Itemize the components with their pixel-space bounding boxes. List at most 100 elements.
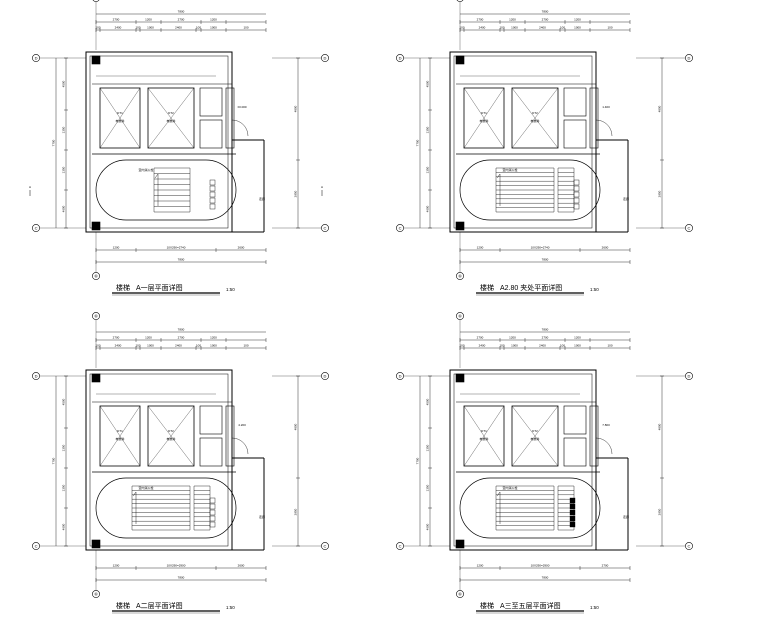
axis-bubble-top-circle xyxy=(92,0,100,2)
dim-top-1-value: 1200 xyxy=(509,336,516,340)
lift-2-label: DT2 xyxy=(532,429,538,433)
axis-bubble-bottom: ⑥ xyxy=(94,591,98,596)
lift-1-label: DT1 xyxy=(117,111,123,115)
lift-shaft-1-cross-b xyxy=(99,405,141,467)
column-top-left xyxy=(91,55,101,65)
column-bottom-left xyxy=(455,539,465,549)
dim-bottom-1-value: 2700 xyxy=(602,564,609,568)
section-mark-right: A xyxy=(321,185,323,189)
fire-box-label: 室内消火栓 xyxy=(138,485,153,490)
small-duct xyxy=(589,87,599,149)
plan-scale: 1:50 xyxy=(590,605,599,610)
fire-box-label: 室内消火栓 xyxy=(502,167,517,172)
dim-top-2-value: 100 xyxy=(95,344,100,348)
small-duct xyxy=(225,87,235,149)
dim-top-1-value: 2700 xyxy=(178,336,185,340)
section-mark-left: A xyxy=(29,185,31,189)
axis-bubble-right-bottom-circle xyxy=(321,224,329,232)
lift-shaft-1-cross-b xyxy=(463,405,505,467)
axis-bubble-right-top-circle xyxy=(321,372,329,380)
dim-bottom-1-value: 2600 xyxy=(238,564,245,568)
door-swing-arc xyxy=(595,119,613,137)
dim-top-2-value: 1000 xyxy=(511,344,518,348)
dim-top-2-value: 1000 xyxy=(147,26,154,30)
axis-bubble-top-circle xyxy=(456,312,464,320)
axis-bubble-right-top-circle xyxy=(685,372,693,380)
axis-bubble-bottom: ⑥ xyxy=(458,273,462,278)
fire-hydrant-box xyxy=(573,179,580,186)
axis-bubble-top: ⑥ xyxy=(94,313,98,318)
dim-top-overall: 7800 xyxy=(178,10,185,14)
fire-hydrant-box xyxy=(209,515,216,522)
axis-bubble-right-bottom-circle xyxy=(685,224,693,232)
dim-left-value: 1350 xyxy=(426,444,430,451)
lift-shaft-2-cross-b xyxy=(511,87,559,149)
dim-top-1-value: 2700 xyxy=(178,18,185,22)
dim-top-2-value: 1000 xyxy=(574,344,581,348)
column-top-left xyxy=(91,373,101,383)
plan-1: ⑥⑥DCDC7800270012002700120010024001001000… xyxy=(29,0,329,296)
fire-box-label: 室内消火栓 xyxy=(138,167,153,172)
dim-top-2-value: 100 xyxy=(135,344,140,348)
lift-1-shaft-label: 电梯井 xyxy=(115,436,124,441)
dim-right-value: 2950 xyxy=(294,190,298,197)
dim-left-value: 1350 xyxy=(426,484,430,491)
pipe-shaft-lower xyxy=(199,119,223,149)
dim-right-value: 2950 xyxy=(294,508,298,515)
axis-bubble-right-bottom: C xyxy=(324,225,327,230)
dim-top-2-value: 2400 xyxy=(175,344,182,348)
dim-left-overall: 7700 xyxy=(416,139,420,146)
axis-bubble-bottom: ⑥ xyxy=(94,273,98,278)
corridor-label: 走廊 xyxy=(259,196,265,201)
lift-1-shaft-label: 电梯井 xyxy=(479,436,488,441)
lift-2-shaft-label: 电梯井 xyxy=(530,118,539,123)
stair-hall-outline xyxy=(95,477,237,539)
outer-wall xyxy=(85,51,233,233)
axis-bubble-right-top: D xyxy=(688,373,691,378)
fire-hydrant-box xyxy=(573,197,580,204)
dim-bottom-1-value: 10X290=2900 xyxy=(531,564,550,568)
axis-bubble-right-top: D xyxy=(688,55,691,60)
dim-top-2-value: 100 xyxy=(607,344,612,348)
pipe-shaft-lower xyxy=(563,119,587,149)
fire-box-label: 室内消火栓 xyxy=(502,485,517,490)
dim-top-2-value: 1000 xyxy=(574,26,581,30)
lift-1-label: DT1 xyxy=(481,429,487,433)
dim-top-overall: 7800 xyxy=(542,10,549,14)
dim-left-value: 4600 xyxy=(62,205,66,212)
axis-bubble-right-bottom-circle xyxy=(321,542,329,550)
dim-top-2-value: 1000 xyxy=(210,344,217,348)
fire-hydrant-box xyxy=(209,509,216,516)
door-swing-arc xyxy=(231,119,249,137)
dim-left-value: 4600 xyxy=(426,523,430,530)
fire-hydrant-box xyxy=(569,521,576,528)
pipe-shaft-upper xyxy=(199,87,223,117)
axis-bubble-left-bottom-circle xyxy=(32,224,40,232)
dim-top-2-value: 100 xyxy=(243,26,248,30)
dim-top-1-value: 2700 xyxy=(542,336,549,340)
axis-bubble-left-top-circle xyxy=(396,372,404,380)
lift-shaft-1-cross-b xyxy=(463,87,505,149)
stair-hall-outline xyxy=(95,159,237,221)
dim-left-value: 1350 xyxy=(62,166,66,173)
dim-bottom-overall: 7800 xyxy=(542,258,549,262)
axis-bubble-left-top: D xyxy=(399,55,402,60)
fire-hydrant-box xyxy=(209,521,216,528)
dim-left-overall: 7700 xyxy=(416,457,420,464)
dim-left-value: 1350 xyxy=(426,166,430,173)
axis-bubble-bottom-circle xyxy=(92,272,100,280)
axis-bubble-left-bottom: C xyxy=(399,543,402,548)
axis-bubble-right-top-circle xyxy=(321,54,329,62)
dim-top-2-value: 1000 xyxy=(210,26,217,30)
outer-wall xyxy=(449,369,597,551)
dim-top-1-value: 2700 xyxy=(542,18,549,22)
elevation-mark: 4.200 xyxy=(238,423,246,427)
dim-top-2-value: 100 xyxy=(459,26,464,30)
plan-scale: 1:50 xyxy=(590,287,599,292)
column-bottom-left xyxy=(91,221,101,231)
elevation-mark: ±0.000 xyxy=(237,105,246,109)
lift-1-label: DT1 xyxy=(481,111,487,115)
plan-title: A二层平面详图 xyxy=(136,601,183,610)
plan-scale: 1:50 xyxy=(226,287,235,292)
